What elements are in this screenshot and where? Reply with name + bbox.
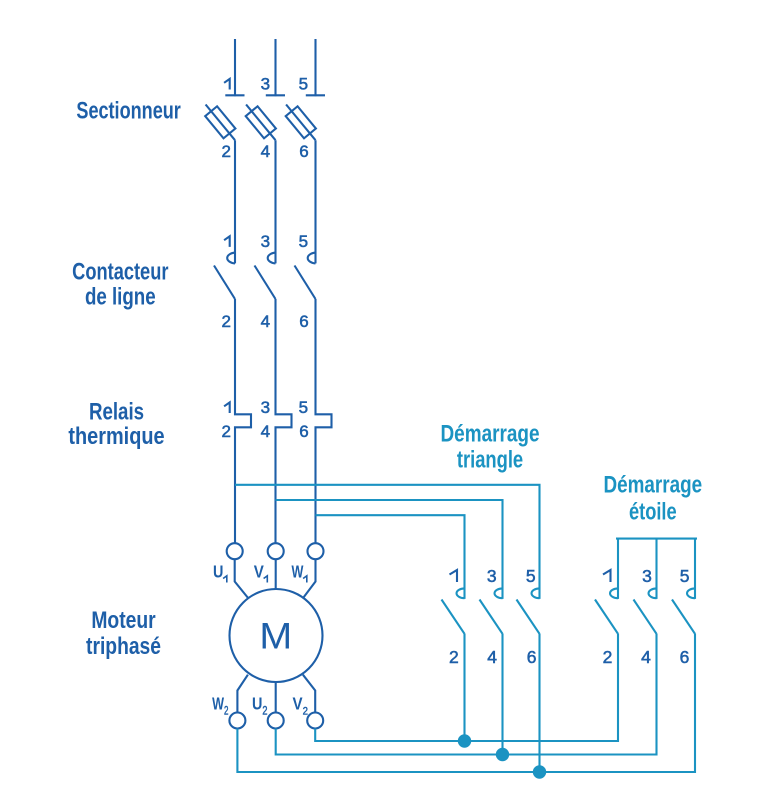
svg-text:V2: V2 (293, 693, 309, 717)
svg-text:W2: W2 (212, 695, 229, 718)
svg-text:Sectionneur: Sectionneur (76, 98, 180, 124)
svg-text:5: 5 (526, 566, 536, 586)
svg-text:triangle: triangle (457, 447, 523, 473)
svg-text:2: 2 (221, 312, 230, 331)
svg-text:4: 4 (261, 142, 270, 161)
svg-text:V: V (254, 561, 264, 582)
svg-text:thermique: thermique (68, 422, 164, 449)
svg-text:triphasé: triphasé (86, 632, 161, 659)
svg-text:4: 4 (641, 647, 651, 667)
svg-text:3: 3 (487, 566, 497, 586)
svg-text:2: 2 (449, 647, 459, 667)
svg-text:6: 6 (299, 142, 308, 161)
svg-text:M: M (259, 617, 292, 658)
svg-text:6: 6 (299, 312, 308, 331)
svg-text:2: 2 (221, 422, 230, 441)
svg-text:Relais: Relais (89, 398, 144, 425)
svg-text:6: 6 (527, 647, 537, 667)
svg-text:2: 2 (221, 142, 230, 161)
svg-text:2: 2 (603, 647, 613, 667)
svg-text:étoile: étoile (629, 499, 677, 525)
svg-text:de ligne: de ligne (85, 283, 156, 310)
svg-text:U: U (213, 562, 223, 582)
svg-text:6: 6 (299, 422, 308, 441)
svg-text:Moteur: Moteur (91, 606, 156, 633)
svg-text:Contacteur: Contacteur (72, 259, 168, 285)
svg-text:5: 5 (299, 75, 308, 94)
svg-text:Démarrage: Démarrage (604, 472, 703, 499)
svg-text:4: 4 (487, 647, 497, 667)
svg-text:W: W (292, 563, 304, 583)
svg-text:6: 6 (680, 647, 690, 667)
svg-text:3: 3 (261, 398, 270, 417)
svg-text:3: 3 (261, 232, 270, 251)
svg-text:U2: U2 (252, 694, 268, 717)
svg-text:4: 4 (261, 312, 270, 331)
svg-text:4: 4 (261, 422, 270, 441)
svg-text:3: 3 (261, 75, 270, 94)
svg-text:5: 5 (680, 566, 690, 586)
svg-text:5: 5 (299, 398, 308, 417)
svg-text:3: 3 (642, 566, 652, 586)
svg-text:5: 5 (299, 232, 308, 251)
svg-text:Démarrage: Démarrage (440, 420, 539, 447)
